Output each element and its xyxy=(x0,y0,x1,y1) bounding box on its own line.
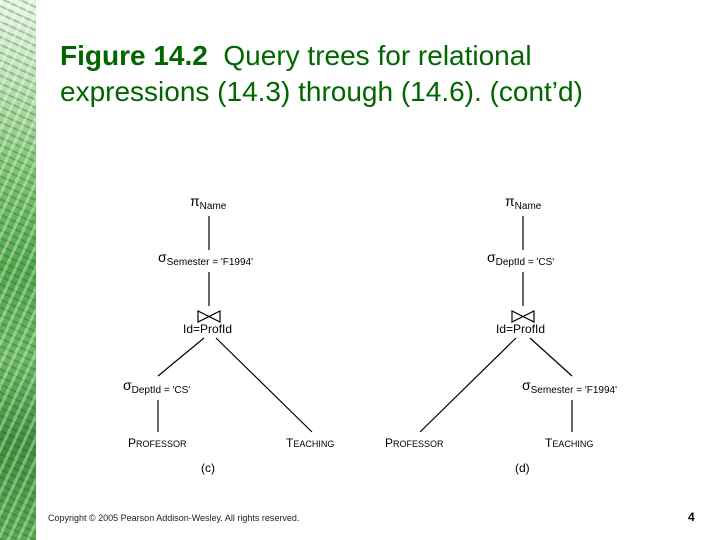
project-attribute: Name xyxy=(515,201,542,212)
edge xyxy=(529,337,573,377)
join-condition: Id=ProfId xyxy=(496,322,545,336)
select-condition: Semester = 'F1994' xyxy=(167,257,253,268)
query-tree-c: πName σSemester = 'F1994' Id=ProfId σDep… xyxy=(123,193,334,475)
edge xyxy=(157,337,205,377)
tree-caption: (d) xyxy=(515,461,530,475)
pi-symbol: π xyxy=(190,193,200,209)
relation-professor: PROFESSOR xyxy=(128,436,187,450)
slide-title: Figure 14.2 Query trees for relational e… xyxy=(60,38,700,110)
figure-number: Figure 14.2 xyxy=(60,40,208,71)
tree-caption: (c) xyxy=(201,461,215,475)
query-tree-d: πName σDeptId = 'CS' Id=ProfId σSemester… xyxy=(385,193,617,475)
relation-teaching: TEACHING xyxy=(545,436,593,450)
relation-teaching: TEACHING xyxy=(286,436,334,450)
title-text-line2: expressions (14.3) through (14.6). (cont… xyxy=(60,76,583,107)
sigma-symbol: σ xyxy=(522,377,531,393)
sigma-symbol: σ xyxy=(158,249,167,265)
relation-professor: PROFESSOR xyxy=(385,436,444,450)
join-condition: Id=ProfId xyxy=(183,322,232,336)
select-condition: DeptId = 'CS' xyxy=(132,385,191,396)
select-node: σDeptId = 'CS' xyxy=(487,249,554,268)
select-condition: Semester = 'F1994' xyxy=(531,385,617,396)
sigma-symbol: σ xyxy=(123,377,132,393)
decorative-side-strip xyxy=(0,0,36,540)
project-node: πName xyxy=(505,193,542,212)
page-number: 4 xyxy=(688,510,695,524)
select-node: σSemester = 'F1994' xyxy=(522,377,617,396)
edge xyxy=(215,337,313,433)
select-condition: DeptId = 'CS' xyxy=(496,257,555,268)
join-icon xyxy=(197,310,221,323)
project-node: πName xyxy=(190,193,227,212)
join-icon xyxy=(511,310,535,323)
pi-symbol: π xyxy=(505,193,515,209)
sigma-symbol: σ xyxy=(487,249,496,265)
copyright-footer: Copyright © 2005 Pearson Addison-Wesley.… xyxy=(48,513,300,523)
project-attribute: Name xyxy=(200,201,227,212)
select-node: σSemester = 'F1994' xyxy=(158,249,253,268)
edge xyxy=(419,337,517,433)
title-text: Query trees for relational xyxy=(223,40,532,71)
select-node: σDeptId = 'CS' xyxy=(123,377,190,396)
